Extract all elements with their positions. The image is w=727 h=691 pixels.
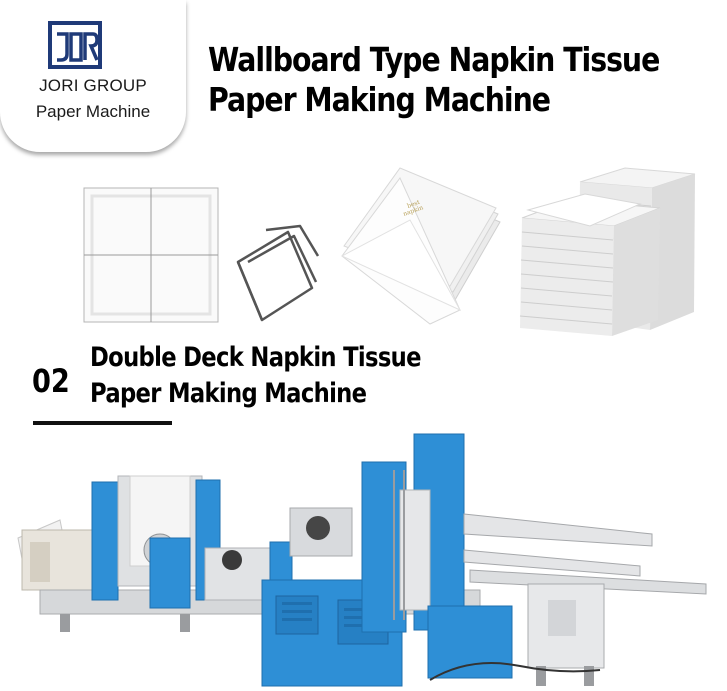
section-number: 02 <box>32 362 70 400</box>
section-title-line-2: Paper Making Machine <box>90 378 367 409</box>
page-title-line-1: Wallboard Type Napkin Tissue <box>208 40 660 79</box>
power-cables <box>429 662 601 681</box>
fold-diagram-image <box>236 224 320 322</box>
folded-napkin-stack-image: best napkin <box>340 167 501 325</box>
jori-logo-icon <box>48 21 102 69</box>
page-title-line-2: Paper Making Machine <box>208 80 551 119</box>
section-title-line-1: Double Deck Napkin Tissue <box>90 342 422 373</box>
unwind-stand <box>17 519 97 591</box>
logo-company-subtitle: Paper Machine <box>35 102 151 121</box>
napkin-stacks-image <box>519 167 696 336</box>
product-images: best napkin <box>83 167 696 336</box>
section-title: Double Deck Napkin Tissue Paper Making M… <box>90 340 484 412</box>
unfolded-napkin-image <box>83 187 219 323</box>
logo-company-name: JORI GROUP <box>39 76 147 95</box>
folding-tower <box>361 433 513 679</box>
napkin-machine-image <box>17 433 707 687</box>
section-divider <box>33 421 172 425</box>
page-title: Wallboard Type Napkin Tissue Paper Makin… <box>208 40 718 120</box>
output-conveyor <box>463 513 707 686</box>
svg-text:best: best <box>406 199 421 210</box>
logo-badge: JORI GROUP Paper Machine <box>0 0 186 152</box>
